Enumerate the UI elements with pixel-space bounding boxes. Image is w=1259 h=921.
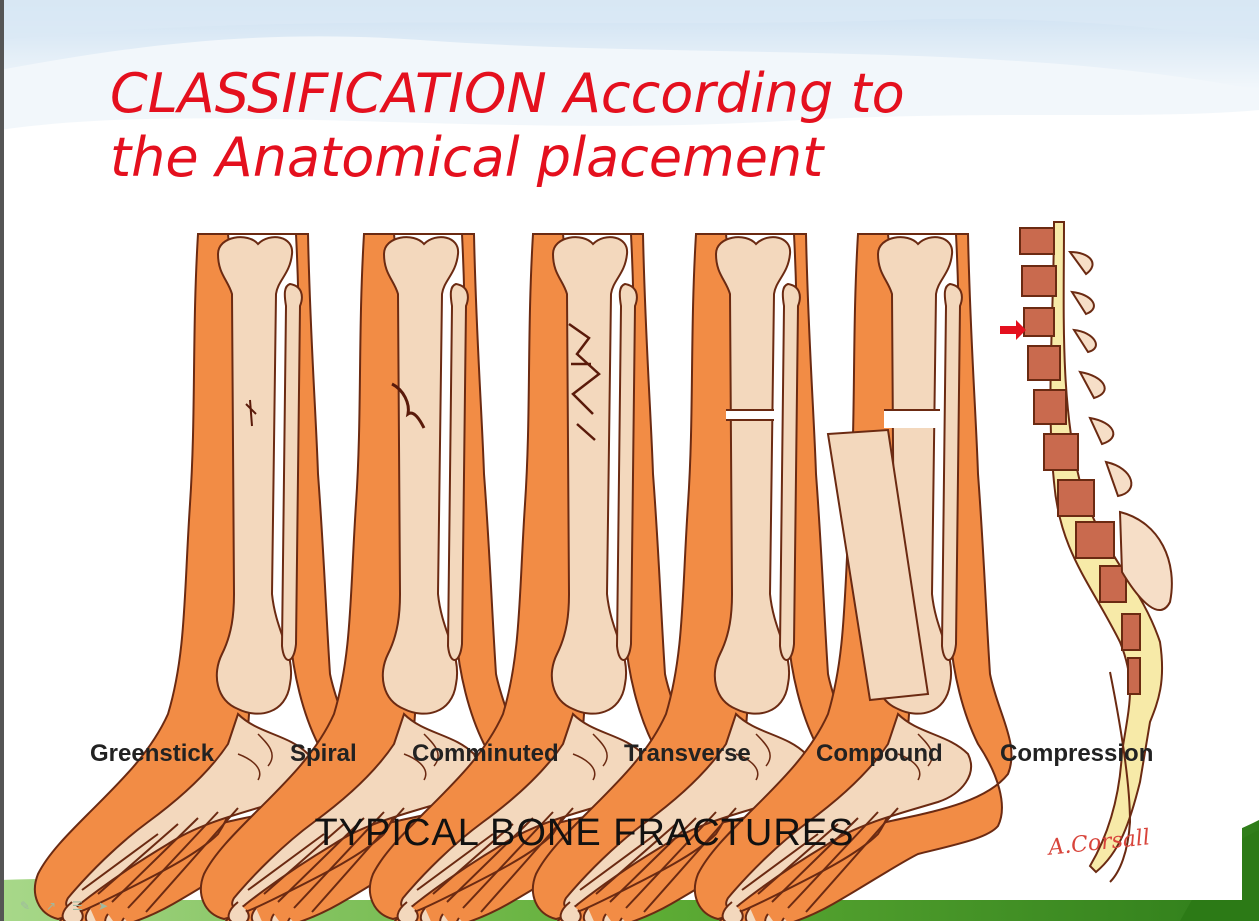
cursor-icon[interactable]: ➤	[98, 900, 110, 912]
pen-icon[interactable]: ✎	[20, 900, 32, 912]
caption-text: TYPICAL BONE FRACTURES	[314, 812, 854, 854]
slide-toolbar: ✎ ↗ ☰ ➤	[20, 900, 110, 918]
menu-icon[interactable]: ☰	[72, 900, 84, 912]
arrow-icon[interactable]: ↗	[46, 900, 58, 912]
spine-compression	[1000, 222, 1172, 882]
